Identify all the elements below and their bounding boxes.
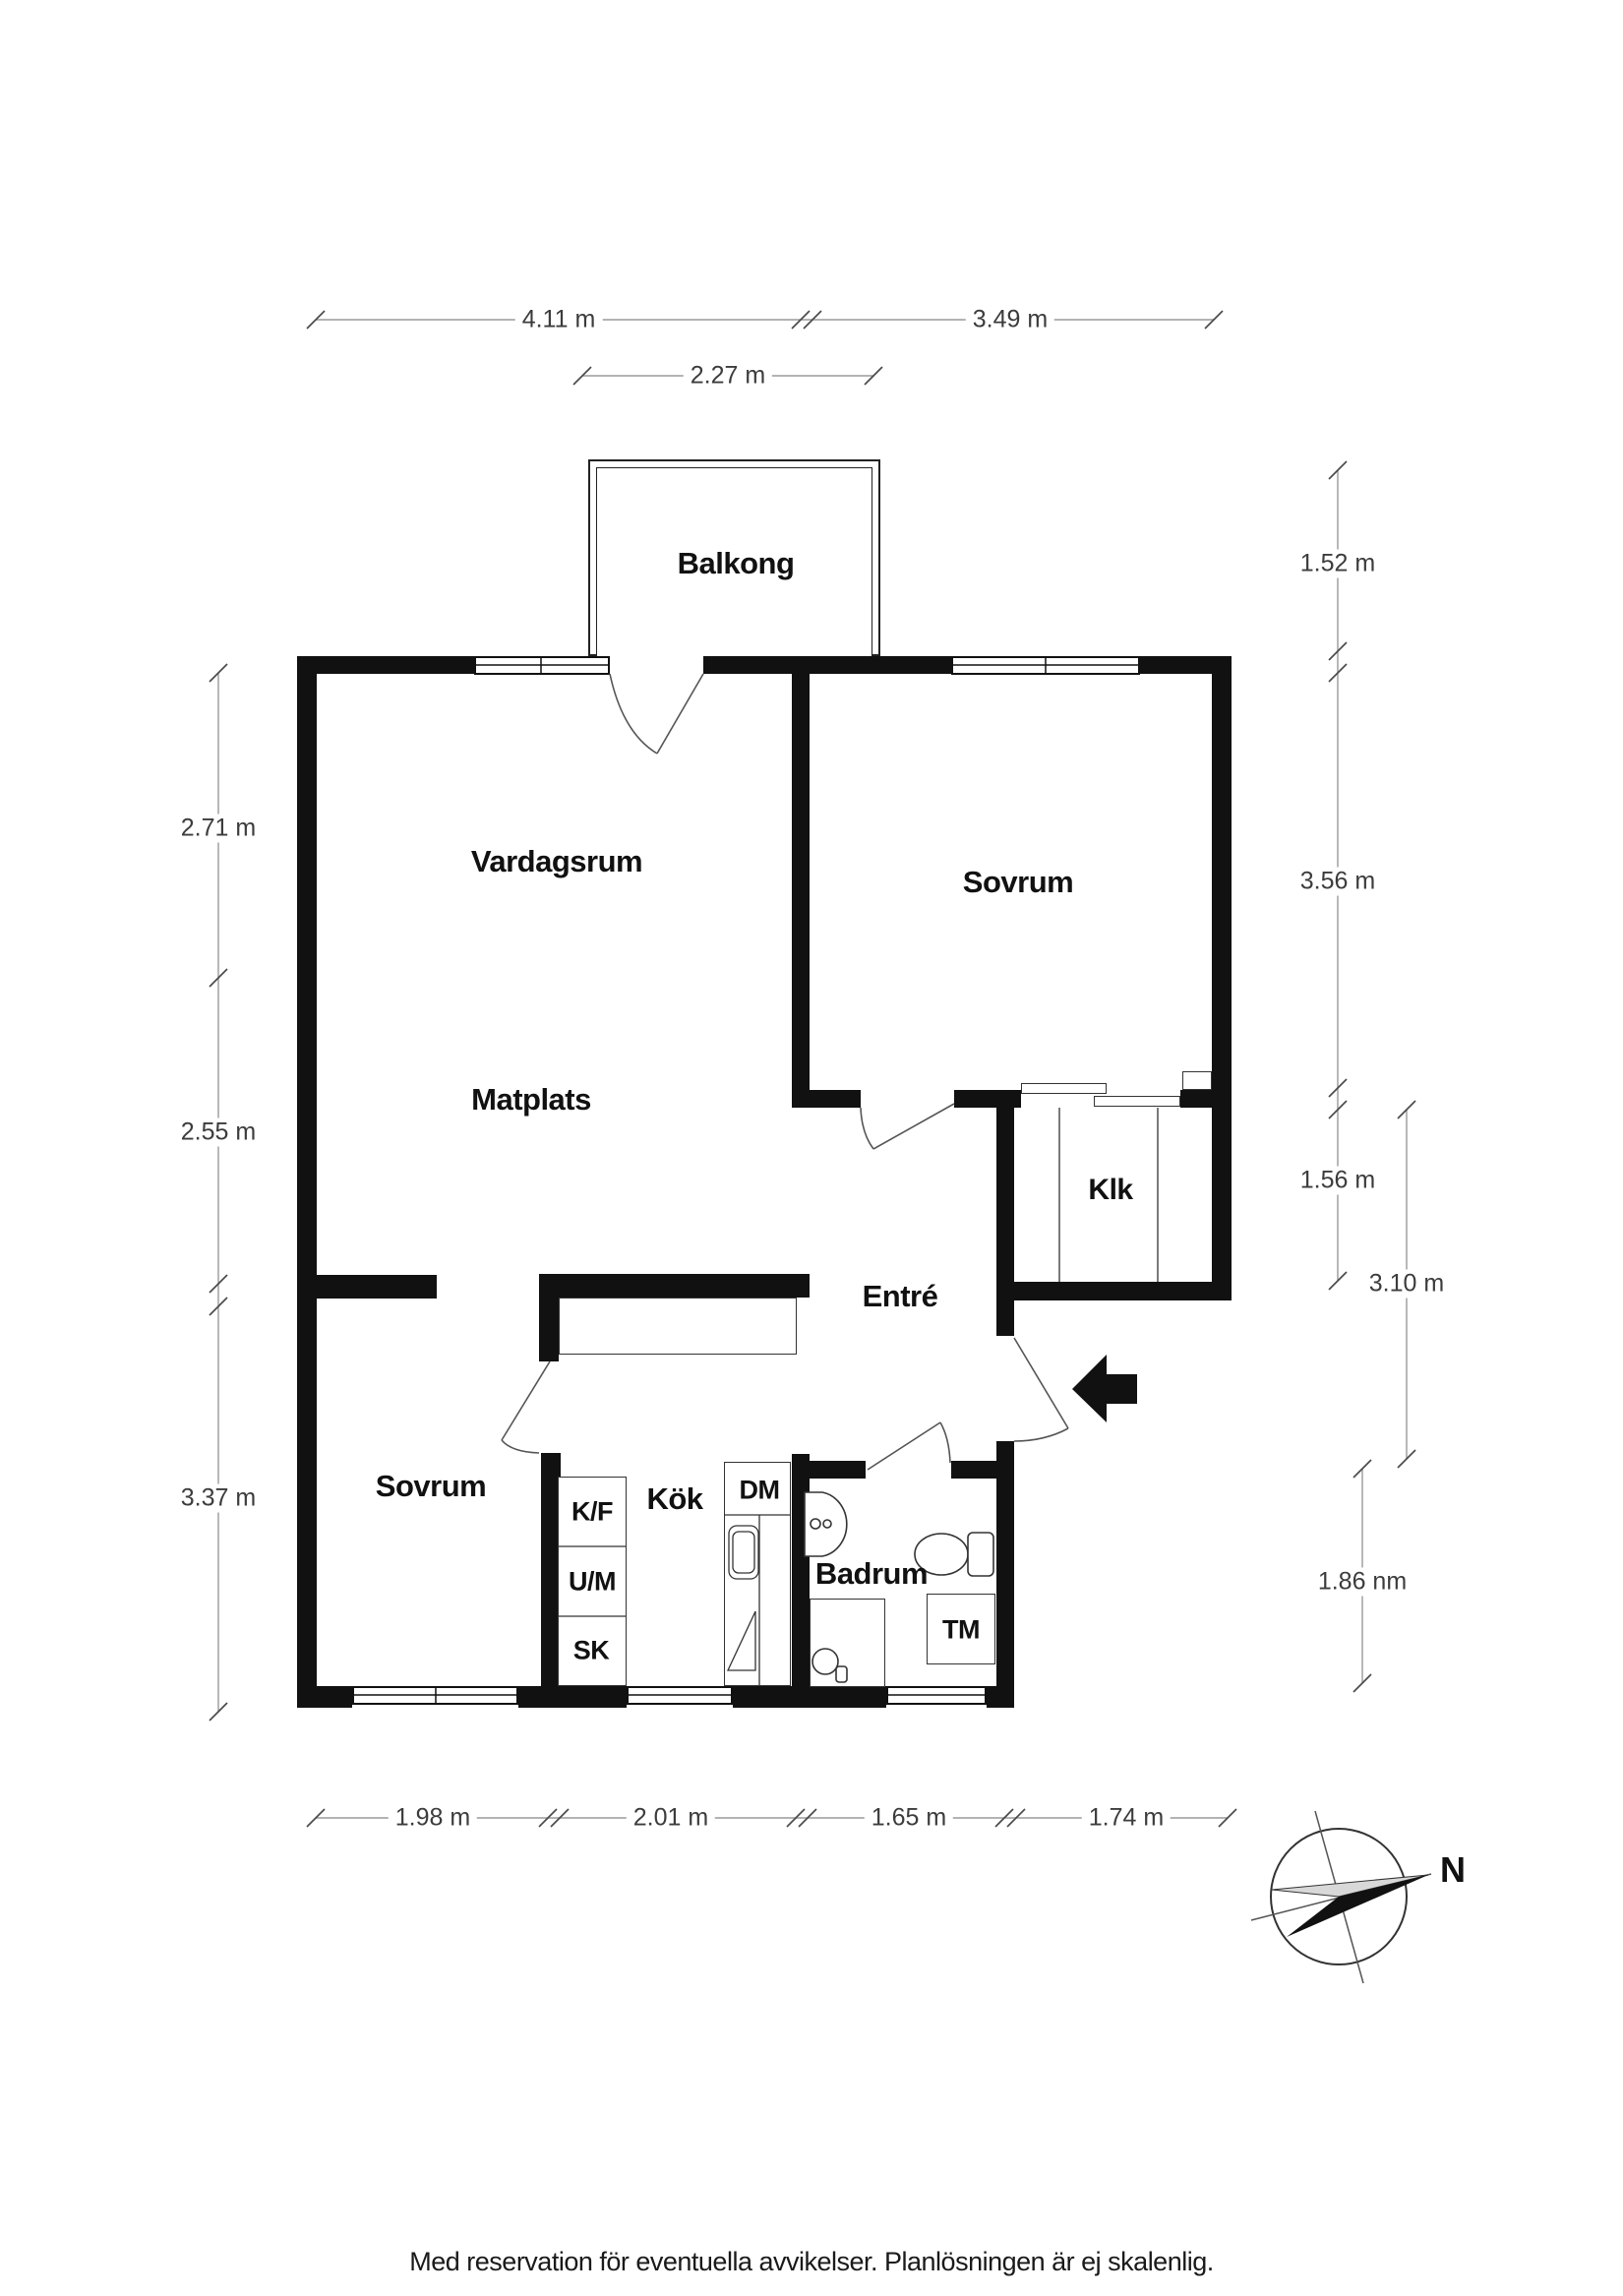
balcony-outline-inner [596, 467, 872, 656]
wall-segment [792, 1090, 861, 1108]
room-label-balkong: Balkong [677, 546, 795, 580]
room-label-kok: Kök [646, 1481, 703, 1516]
appliance-label-tm: TM [942, 1614, 980, 1645]
radiator [1182, 1071, 1212, 1090]
dim-label: 2.55 m [173, 1118, 264, 1147]
balcony-door [609, 673, 704, 755]
room-label-entre: Entré [862, 1279, 938, 1313]
room-label-klk: Klk [1088, 1174, 1133, 1206]
counter-hatch [726, 1610, 756, 1671]
wall-segment [297, 656, 317, 1708]
wall-segment [951, 1461, 996, 1479]
bathroom-door [867, 1421, 951, 1471]
room-label-sovrum-2: Sovrum [375, 1469, 487, 1503]
dimension-ticks [209, 310, 1416, 1828]
toilet-tank [967, 1532, 994, 1577]
dim-label: 3.10 m [1361, 1269, 1452, 1299]
disclaimer-text: Med reservation för eventuella avvikelse… [409, 2247, 1214, 2276]
wall-segment [539, 1298, 559, 1361]
wall-segment [539, 1274, 810, 1298]
dim-label: 1.65 m [864, 1803, 954, 1833]
entrance-arrow-icon [1072, 1355, 1137, 1422]
window-mullions [352, 656, 1140, 1705]
appliance-dividers [558, 1545, 627, 1617]
wall-segment [996, 1441, 1014, 1708]
entrance-door [1013, 1337, 1069, 1442]
wall-segment [541, 1453, 561, 1686]
dim-label: 3.56 m [1292, 867, 1383, 896]
wall-segment [1180, 1090, 1212, 1108]
kitchen-sink [728, 1525, 759, 1580]
room-label-matplats: Matplats [471, 1082, 591, 1117]
shower-drain [812, 1648, 839, 1675]
bedroom1-door [860, 1103, 955, 1150]
wall-segment [518, 1686, 627, 1708]
appliance-label-dm: DM [739, 1475, 781, 1505]
dim-label: 1.86 nm [1310, 1567, 1414, 1597]
dim-label: 2.27 m [683, 361, 773, 391]
wall-segment [954, 1090, 1021, 1108]
dim-label: 2.71 m [173, 814, 264, 843]
dim-label: 1.52 m [1292, 549, 1383, 578]
washing-machine-box [927, 1594, 995, 1664]
sliding-door [1094, 1096, 1180, 1107]
dim-label: 3.37 m [173, 1483, 264, 1513]
wall-segment [996, 1090, 1014, 1336]
shower-head [835, 1665, 848, 1683]
sliding-door [1021, 1083, 1107, 1094]
doors [501, 673, 1069, 1471]
wall-segment [317, 1275, 437, 1299]
room-label-vardagsrum: Vardagsrum [470, 844, 643, 878]
dim-label: 3.49 m [965, 305, 1055, 334]
wall-segment [1212, 656, 1232, 1300]
dim-label: 1.98 m [388, 1803, 478, 1833]
appliance-label-sk: SK [572, 1635, 610, 1665]
wall-segment [1006, 1282, 1232, 1300]
kitchen-upper-counter [559, 1298, 797, 1355]
wall-segment [987, 1686, 1014, 1708]
bathroom-fixtures [804, 1491, 994, 1683]
wall-segment [810, 1461, 866, 1479]
room-label-badrum: Badrum [814, 1556, 929, 1591]
dim-label: 2.01 m [626, 1803, 716, 1833]
compass-icon [1250, 1810, 1432, 1984]
dim-label: 1.56 m [1292, 1166, 1383, 1195]
dim-label: 4.11 m [514, 305, 603, 334]
appliance-label-um: U/M [569, 1566, 617, 1597]
appliance-label-kf: K/F [571, 1496, 614, 1527]
wall-segment [297, 656, 474, 674]
wall-segment [792, 674, 810, 1090]
closet-dividers [1058, 1108, 1159, 1282]
compass-north-label: N [1440, 1849, 1466, 1890]
bedroom2-door [501, 1360, 551, 1454]
room-label-sovrum-1: Sovrum [962, 865, 1074, 899]
kitchen-fixtures [724, 1514, 791, 1686]
wall-segment [1140, 656, 1232, 674]
appliance-column [558, 1477, 627, 1686]
wall-segment [297, 1686, 352, 1708]
dimension-lines [217, 319, 1408, 1819]
dim-label: 1.74 m [1081, 1803, 1172, 1833]
wall-segment [733, 1686, 886, 1708]
wall-segment [703, 656, 951, 674]
